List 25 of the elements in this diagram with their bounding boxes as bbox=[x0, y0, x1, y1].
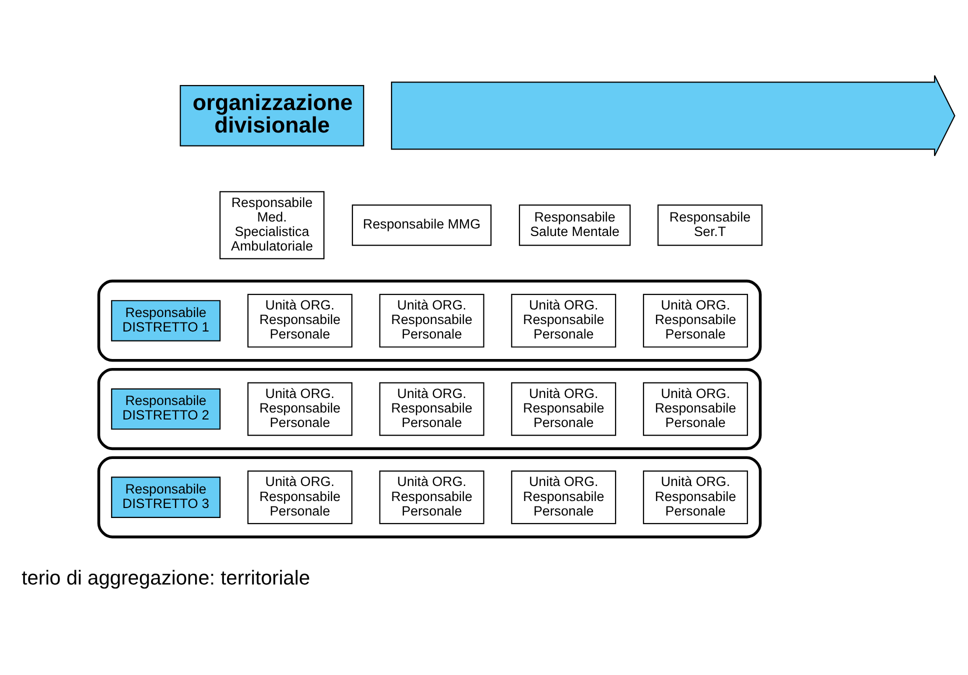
node-box: Responsabile MMG bbox=[352, 204, 492, 246]
label: terio di aggregazione: territoriale bbox=[22, 567, 310, 590]
node-box: Unità ORG. Responsabile Personale bbox=[247, 470, 352, 524]
node-arrow bbox=[390, 74, 956, 156]
node-box: Unità ORG. Responsabile Personale bbox=[642, 382, 748, 436]
node-box: Unità ORG. Responsabile Personale bbox=[247, 294, 352, 348]
node-box: Responsabile DISTRETTO 2 bbox=[111, 388, 221, 430]
node-box: Unità ORG. Responsabile Personale bbox=[642, 470, 748, 524]
cluster bbox=[97, 368, 762, 450]
node-box: Unità ORG. Responsabile Personale bbox=[379, 470, 484, 524]
node-box: Unità ORG. Responsabile Personale bbox=[379, 294, 484, 348]
node-box: Responsabile Med. Specialistica Ambulatoriale bbox=[219, 191, 324, 260]
cluster bbox=[97, 456, 762, 538]
node-box: Unità ORG. Responsabile Personale bbox=[379, 382, 484, 436]
node-box: Unità ORG. Responsabile Personale bbox=[642, 294, 748, 348]
node-box: Unità ORG. Responsabile Personale bbox=[511, 294, 616, 348]
node-box: Unità ORG. Responsabile Personale bbox=[247, 382, 352, 436]
node-box: organizzazione divisionale bbox=[180, 84, 364, 146]
node-box: Unità ORG. Responsabile Personale bbox=[511, 382, 616, 436]
cluster bbox=[97, 280, 762, 362]
node-box: Unità ORG. Responsabile Personale bbox=[511, 470, 616, 524]
node-box: Responsabile DISTRETTO 3 bbox=[111, 476, 221, 518]
node-box: Responsabile Salute Mentale bbox=[518, 204, 631, 246]
node-box: Responsabile DISTRETTO 1 bbox=[111, 300, 221, 342]
node-box: Responsabile Ser.T bbox=[657, 204, 763, 246]
